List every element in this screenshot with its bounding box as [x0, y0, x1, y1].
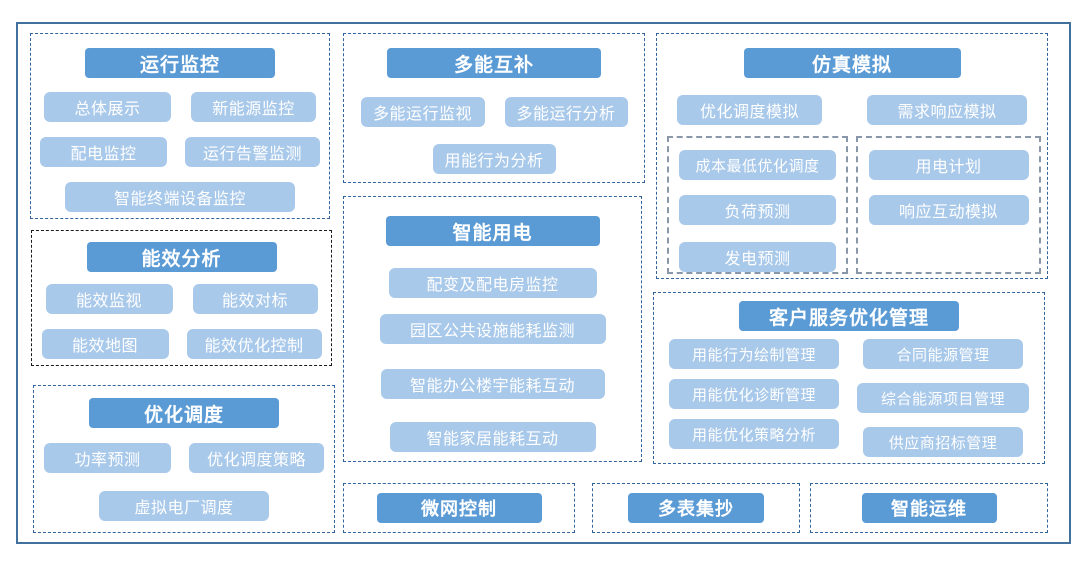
- section-header-multi-energy: 多能互补: [387, 48, 601, 78]
- node-multi-energy-operation-analysis: 多能运行分析: [504, 97, 628, 127]
- section-smart-om: 智能运维: [810, 483, 1048, 533]
- node-ee-benchmarking: 能效对标: [192, 284, 318, 314]
- section-optimal-dispatch: 优化调度 功率预测 优化调度策略 虚拟电厂调度: [33, 385, 335, 533]
- node-demand-response-simulation: 需求响应模拟: [867, 95, 1027, 125]
- node-energy-optimization-diagnosis-mgmt: 用能优化诊断管理: [669, 379, 839, 409]
- node-ee-map: 能效地图: [41, 329, 169, 359]
- node-new-energy-monitoring: 新能源监控: [191, 92, 316, 122]
- subsection-cost-optimization: 成本最低优化调度 负荷预测 发电预测: [667, 136, 848, 274]
- node-ee-monitoring: 能效监视: [45, 284, 173, 314]
- node-response-interaction-simulation: 响应互动模拟: [868, 195, 1029, 225]
- section-header-smart-om: 智能运维: [861, 493, 997, 523]
- node-smart-home-energy-interaction: 智能家居能耗互动: [389, 422, 596, 452]
- section-energy-efficiency-analysis: 能效分析 能效监视 能效对标 能效地图 能效优化控制: [31, 230, 332, 366]
- section-header-optimal-dispatch: 优化调度: [89, 398, 279, 428]
- node-generation-forecast: 发电预测: [679, 242, 836, 272]
- node-dispatch-simulation: 优化调度模拟: [677, 95, 822, 125]
- node-operation-alarm-monitoring: 运行告警监测: [185, 137, 320, 167]
- node-smart-office-building-energy-interaction: 智能办公楼宇能耗互动: [380, 369, 605, 399]
- section-header-operation-monitoring: 运行监控: [85, 48, 275, 78]
- node-virtual-power-plant-dispatch: 虚拟电厂调度: [99, 491, 269, 521]
- subsection-power-use-plan: 用电计划 响应互动模拟: [856, 136, 1041, 274]
- node-power-forecast: 功率预测: [44, 443, 171, 473]
- node-overall-display: 总体展示: [44, 92, 171, 122]
- section-multi-meter-reading: 多表集抄: [592, 483, 800, 533]
- node-park-public-facility-energy-monitoring: 园区公共设施能耗监测: [379, 314, 606, 344]
- section-multi-energy-complementarity: 多能互补 多能运行监视 多能运行分析 用能行为分析: [343, 33, 645, 183]
- node-energy-optimization-strategy-analysis: 用能优化策略分析: [669, 419, 839, 449]
- section-header-simulation: 仿真模拟: [743, 48, 961, 78]
- section-header-energy-efficiency: 能效分析: [86, 242, 277, 272]
- node-distribution-monitoring: 配电监控: [40, 137, 167, 167]
- section-smart-power-use: 智能用电 配变及配电房监控 园区公共设施能耗监测 智能办公楼宇能耗互动 智能家居…: [343, 196, 642, 462]
- node-supplier-bidding-mgmt: 供应商招标管理: [863, 427, 1023, 457]
- section-header-microgrid-control: 微网控制: [376, 493, 542, 523]
- node-transformer-room-monitoring: 配变及配电房监控: [388, 268, 597, 298]
- node-contract-energy-mgmt: 合同能源管理: [863, 339, 1023, 369]
- node-load-forecast: 负荷预测: [679, 195, 836, 225]
- section-microgrid-control: 微网控制: [343, 483, 575, 533]
- node-energy-use-behavior-analysis: 用能行为分析: [432, 144, 556, 174]
- node-energy-behavior-profiling-mgmt: 用能行为绘制管理: [669, 339, 839, 369]
- node-lowest-cost-dispatch: 成本最低优化调度: [679, 150, 836, 180]
- node-multi-energy-operation-monitoring: 多能运行监视: [360, 97, 485, 127]
- section-header-customer-service: 客户服务优化管理: [739, 301, 959, 331]
- node-integrated-energy-project-mgmt: 综合能源项目管理: [857, 383, 1029, 413]
- section-header-smart-power: 智能用电: [385, 216, 600, 246]
- node-power-use-plan: 用电计划: [868, 150, 1029, 180]
- section-header-multi-meter-reading: 多表集抄: [628, 493, 764, 523]
- node-smart-terminal-device-monitoring: 智能终端设备监控: [65, 182, 295, 212]
- section-operation-monitoring: 运行监控 总体展示 新能源监控 配电监控 运行告警监测 智能终端设备监控: [30, 33, 330, 219]
- node-dispatch-strategy: 优化调度策略: [189, 443, 324, 473]
- outer-frame: [16, 22, 1071, 544]
- section-customer-service-optimization: 客户服务优化管理 用能行为绘制管理 用能优化诊断管理 用能优化策略分析 合同能源…: [653, 292, 1045, 464]
- node-ee-optimization-control: 能效优化控制: [186, 329, 322, 359]
- section-simulation: 仿真模拟 优化调度模拟 需求响应模拟 成本最低优化调度 负荷预测 发电预测 用电…: [656, 33, 1048, 279]
